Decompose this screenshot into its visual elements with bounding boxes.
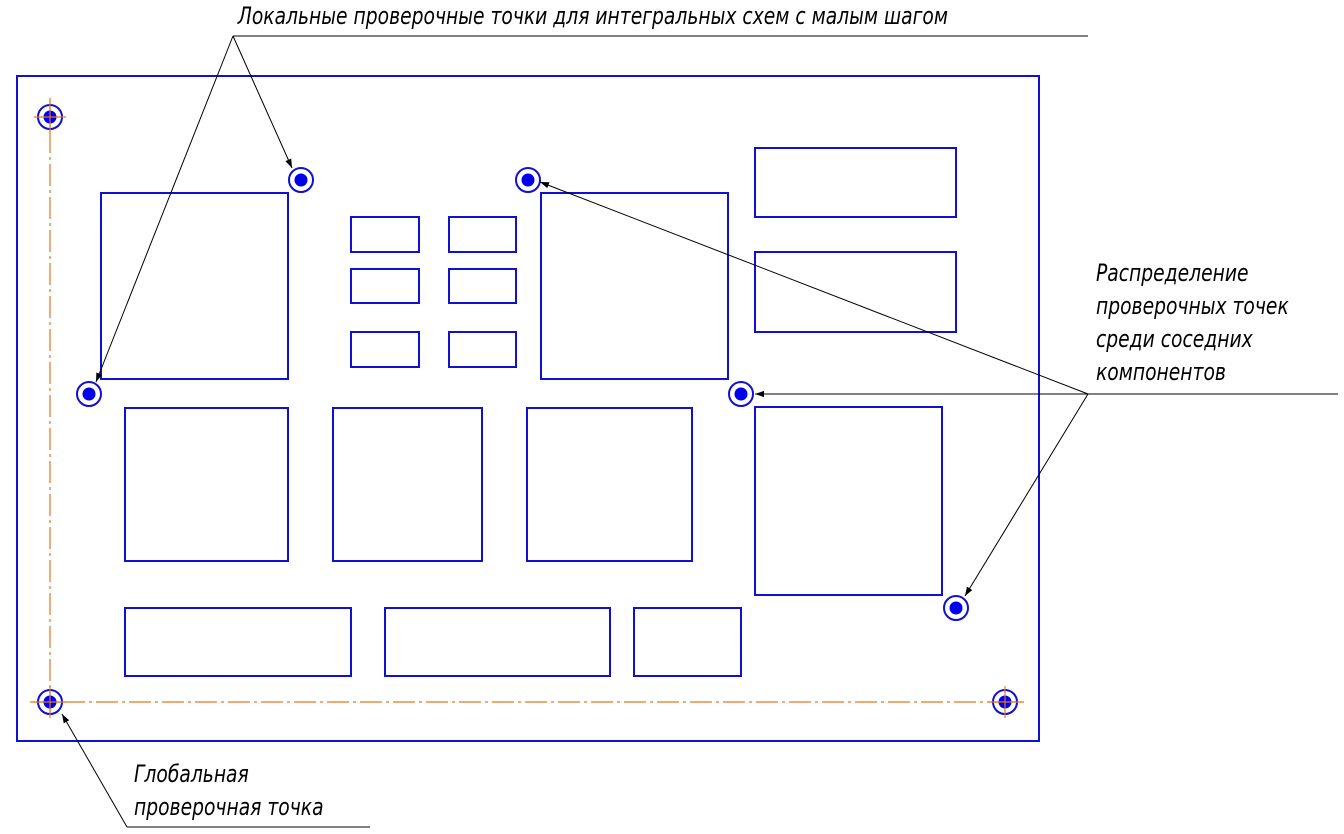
callout-labels: Локальные проверочные точки для интеграл… — [134, 3, 1289, 822]
global-test-point-top-left — [34, 101, 66, 133]
label-local-test-points: Локальные проверочные точки для интеграл… — [237, 3, 948, 31]
component-bottom-1 — [124, 607, 352, 677]
pcb-board-outline — [16, 75, 1040, 742]
component-ic-center-top — [540, 192, 729, 380]
label-distribution-line-3: среди соседних — [1096, 326, 1253, 354]
leader-global-to-point — [61, 713, 128, 828]
leader-distribution-to-point-5 — [964, 393, 1089, 597]
local-test-point-4 — [728, 381, 754, 407]
component-mid-1 — [124, 407, 289, 562]
local-test-point-1 — [288, 167, 314, 193]
label-distribution-line-4: компонентов — [1096, 359, 1226, 387]
component-small-3 — [350, 268, 420, 304]
component-ic-left-top — [100, 192, 289, 380]
component-mid-3 — [526, 407, 693, 562]
local-test-point-2 — [76, 381, 102, 407]
components — [100, 147, 957, 677]
component-ic-right — [754, 406, 943, 596]
component-small-6 — [448, 331, 517, 368]
component-wide-top-2 — [754, 251, 957, 333]
component-mid-2 — [332, 407, 483, 562]
leader-lines — [61, 35, 1338, 828]
component-bottom-3 — [633, 607, 742, 677]
leader-local-to-point-1 — [232, 35, 293, 169]
label-global-line-1: Глобальная — [134, 761, 249, 789]
label-distribution-line-1: Распределение — [1096, 260, 1249, 288]
component-bottom-2 — [384, 607, 611, 677]
label-distribution-line-2: проверочных точек — [1096, 293, 1289, 321]
component-wide-top-1 — [754, 147, 957, 218]
component-small-4 — [448, 268, 517, 304]
global-test-points — [34, 101, 1021, 718]
local-test-point-3 — [515, 167, 541, 193]
global-test-point-bottom-right — [989, 686, 1021, 718]
leader-local-to-point-2 — [95, 35, 234, 383]
component-small-1 — [350, 216, 420, 253]
component-small-5 — [350, 331, 420, 368]
local-test-points — [76, 167, 969, 621]
local-test-point-5 — [943, 595, 969, 621]
leader-distribution-to-point-3 — [539, 181, 1089, 395]
component-small-2 — [448, 216, 517, 253]
label-global-line-2: проверочная точка — [134, 794, 324, 822]
centerlines — [30, 98, 1024, 718]
global-test-point-bottom-left — [34, 686, 66, 718]
